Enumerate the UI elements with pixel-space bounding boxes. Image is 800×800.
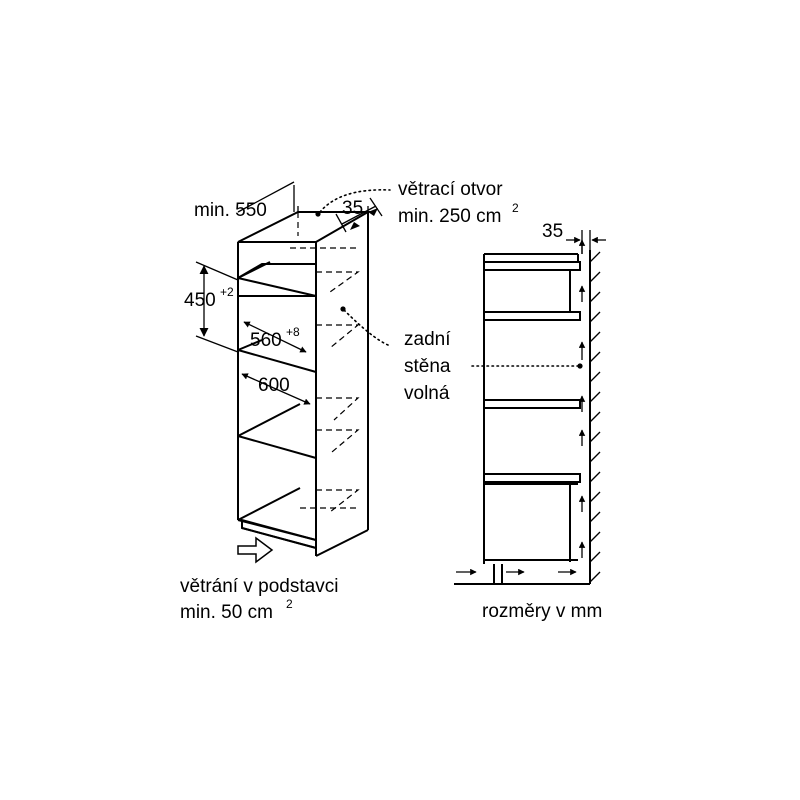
label-vent-opening-sup: 2: [512, 201, 519, 215]
label-base-vent-sup: 2: [286, 597, 293, 611]
label-back-wall-3: volná: [404, 383, 450, 404]
dim-niche-width: 560 +8: [243, 321, 307, 353]
label-back-wall-2: stěna: [404, 356, 451, 377]
label-cabinet-width: 600: [258, 375, 290, 396]
label-base-vent-2: min. 50 cm: [180, 602, 273, 623]
label-vent-opening-2: min. 250 cm: [398, 206, 501, 227]
side-section: 35: [454, 221, 606, 585]
label-min-depth: min. 550: [194, 200, 267, 221]
dim-min-depth: min. 550: [194, 181, 295, 221]
dim-niche-height: 450 +2: [184, 261, 239, 353]
label-back-wall-1: zadní: [404, 329, 451, 350]
label-niche-width: 560: [250, 330, 282, 351]
label-base-vent-1: větrání v podstavci: [180, 576, 338, 597]
label-niche-height: 450: [184, 290, 216, 311]
dim-top-gap: 35: [335, 197, 383, 233]
back-wall-callout: zadní stěna volná: [340, 306, 583, 404]
vent-opening-callout: větrací otvor min. 250 cm 2: [315, 179, 519, 227]
label-vent-opening-1: větrací otvor: [398, 179, 503, 200]
label-side-gap: 35: [542, 221, 563, 242]
wall-hatching: [589, 251, 601, 583]
label-top-gap: 35: [342, 198, 363, 219]
label-units: rozměry v mm: [482, 601, 602, 622]
label-niche-width-tol: +8: [286, 325, 300, 339]
dim-cabinet-width: 600: [241, 373, 311, 405]
tall-cabinet-3d: [237, 206, 372, 557]
base-vent-arrow: [237, 536, 274, 564]
label-niche-height-tol: +2: [220, 285, 234, 299]
